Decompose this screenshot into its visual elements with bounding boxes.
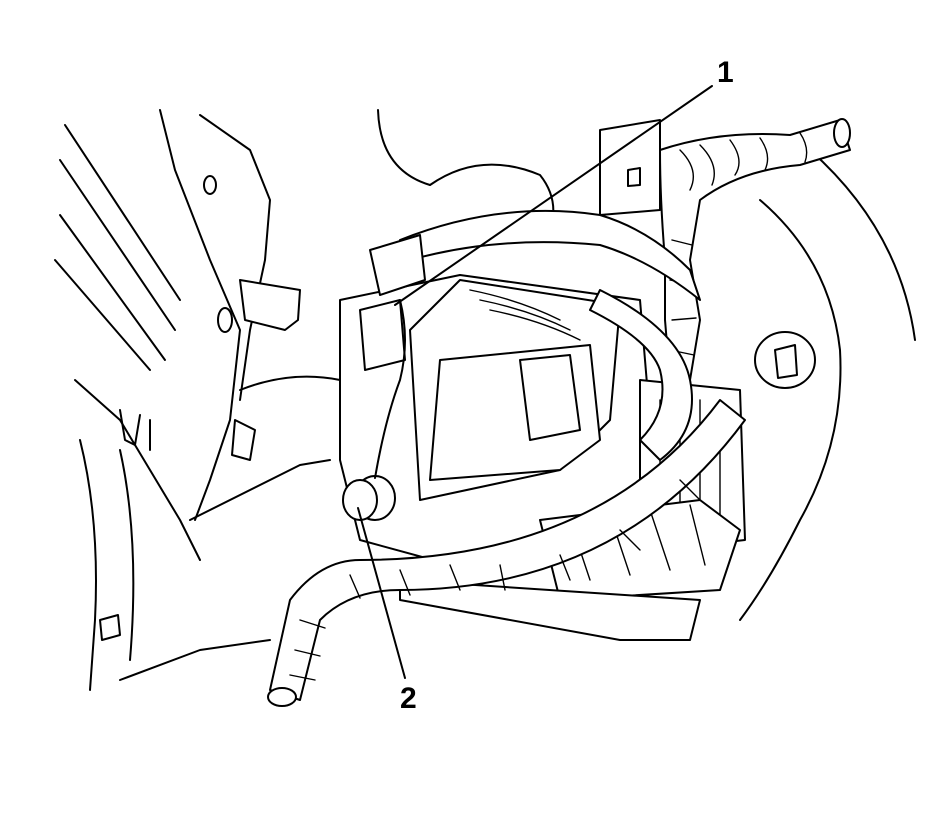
left-body-panel (54, 109, 341, 691)
callout-1-leader-line (394, 85, 713, 306)
right-body-panel (599, 119, 916, 621)
wire-loop (429, 163, 555, 231)
grommet (342, 475, 396, 521)
callout-1-label: 1 (717, 56, 734, 89)
callout-2-label: 2 (400, 682, 417, 715)
upper-panel-edge (377, 109, 431, 186)
lower-wiring-harness (267, 289, 746, 707)
upper-wiring-harness (399, 118, 851, 381)
routing-wire (374, 299, 406, 479)
callout-2-leader-line (357, 507, 406, 679)
